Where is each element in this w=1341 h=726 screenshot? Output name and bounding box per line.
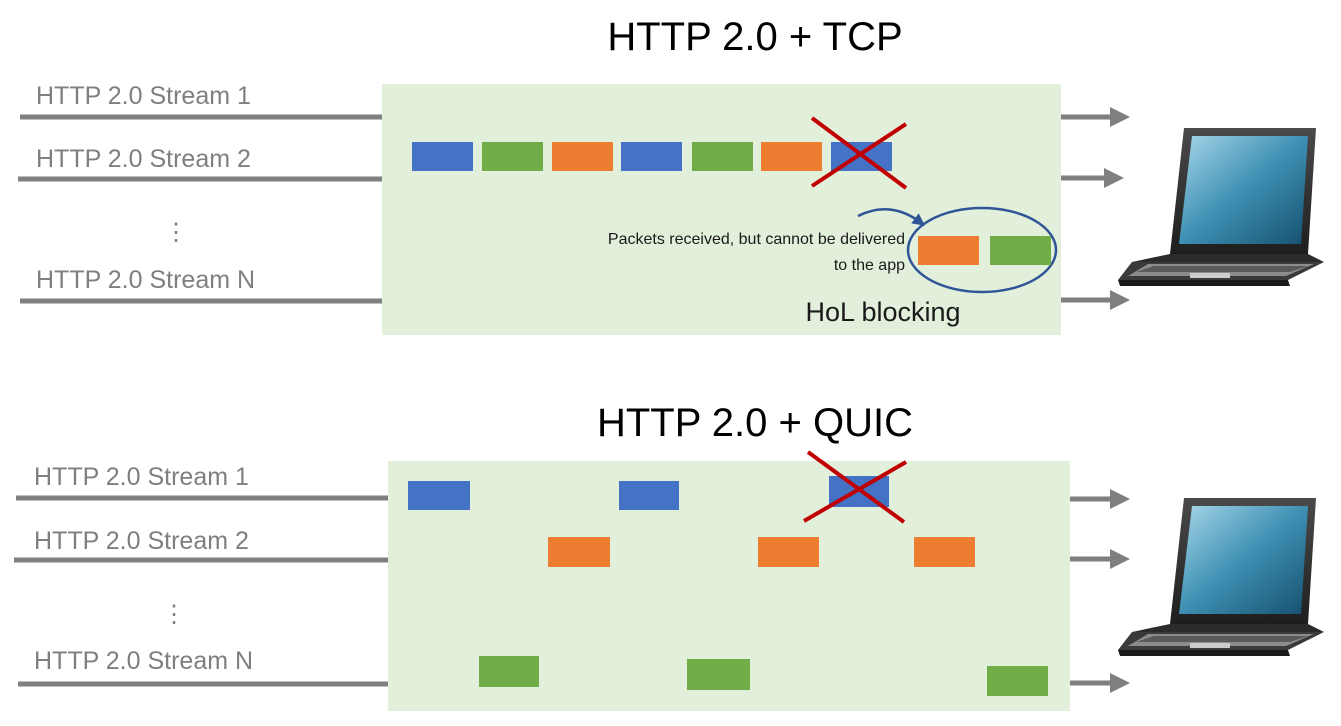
tcp-stream-1-label: HTTP 2.0 Stream 1 (36, 82, 251, 110)
tcp-lost-cross-icon (810, 116, 908, 190)
tcp-buffered-packet-orange (918, 236, 979, 265)
quic-section: HTTP 2.0 + QUIC HTTP 2.0 Stream 1 HTTP 2… (14, 401, 1324, 711)
quic-stream1-packet (408, 481, 470, 510)
laptop-icon (1118, 498, 1324, 656)
tcp-packet-blue (621, 142, 682, 171)
note-line-2: to the app (834, 257, 905, 274)
tcp-stream-n-label: HTTP 2.0 Stream N (36, 266, 255, 294)
hol-ellipse (906, 206, 1058, 294)
tcp-packet-blue (412, 142, 473, 171)
quic-stream-n-label: HTTP 2.0 Stream N (34, 647, 253, 675)
quic-ellipsis: ⋮ (162, 601, 186, 628)
tcp-connection-panel (382, 84, 1061, 335)
quic-stream-1-label: HTTP 2.0 Stream 1 (34, 463, 249, 491)
tcp-section: HTTP 2.0 + TCP HTTP 2.0 Stream 1 HTTP 2.… (18, 15, 1324, 335)
hol-blocking-label: HoL blocking (805, 297, 960, 327)
tcp-stream-2-label: HTTP 2.0 Stream 2 (36, 145, 251, 173)
note-line-1: Packets received, but cannot be delivere… (608, 231, 905, 248)
quic-lost-cross-icon (802, 450, 908, 524)
tcp-ellipsis: ⋮ (164, 219, 188, 246)
tcp-packet-orange (552, 142, 613, 171)
tcp-packet-green (692, 142, 753, 171)
tcp-buffered-packet-green (990, 236, 1051, 265)
note-arrow (857, 208, 926, 226)
quic-stream2-packet (914, 537, 975, 567)
quic-stream2-packet (758, 537, 819, 567)
quic-stream1-packet (619, 481, 679, 510)
laptop-icon (1118, 128, 1324, 286)
tcp-title: HTTP 2.0 + TCP (607, 15, 902, 59)
tcp-packet-orange (761, 142, 822, 171)
tcp-packet-green (482, 142, 543, 171)
quic-streamN-packet (987, 666, 1048, 696)
quic-stream-2-label: HTTP 2.0 Stream 2 (34, 527, 249, 555)
quic-streamN-packet (479, 656, 539, 687)
quic-stream2-packet (548, 537, 610, 567)
quic-streamN-packet (687, 659, 750, 690)
quic-title: HTTP 2.0 + QUIC (597, 401, 913, 445)
